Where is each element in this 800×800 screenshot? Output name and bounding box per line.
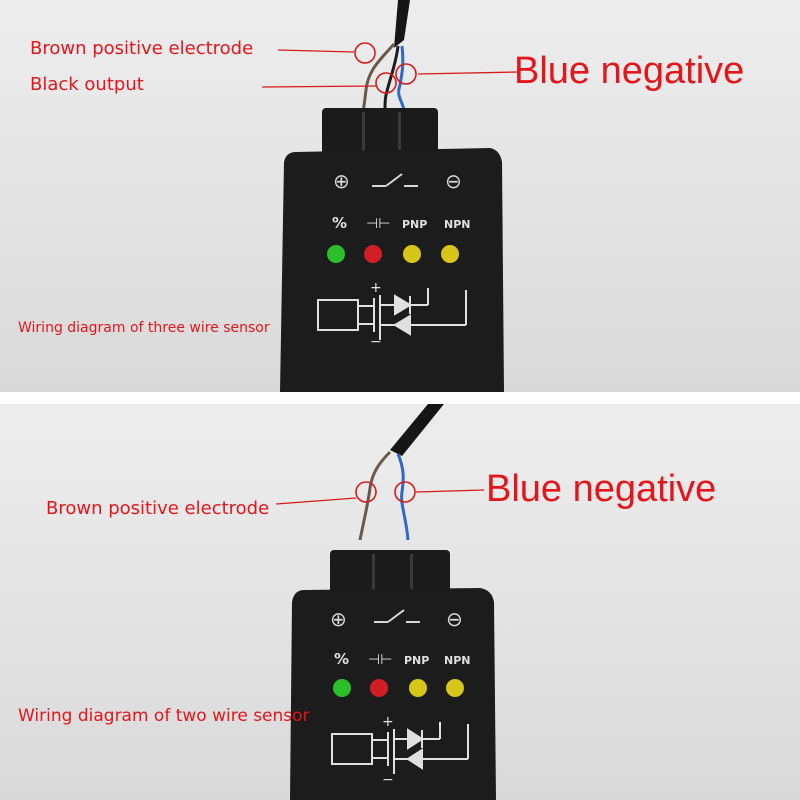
led-label-pnp: PNP: [404, 654, 429, 667]
black-wire-marker: [375, 72, 397, 94]
two-wire-photo: ⊕ ⊖ % ⊣⊢ PNP NPN: [275, 404, 496, 800]
two-wire-photo-panel: ⊕ ⊖ % ⊣⊢ PNP NPN: [0, 404, 800, 800]
led-label-percent: %: [332, 214, 347, 232]
blue-wire: [396, 453, 410, 541]
npn-led: [446, 679, 464, 697]
three-wire-photo: ⊕ ⊖ % ⊣⊢ PNP NPN: [261, 0, 519, 392]
switch-icon: [374, 609, 420, 623]
sensor-circuit-diagram: [317, 288, 467, 340]
blue-negative-label: Blue negative: [514, 50, 745, 92]
blue-negative-label: Blue negative: [486, 468, 717, 510]
red-led: [370, 679, 388, 697]
npn-led: [441, 245, 459, 263]
led-label-npn: NPN: [444, 654, 470, 667]
pnp-led: [403, 245, 421, 263]
blue-wire-marker: [394, 481, 416, 503]
black-output-label: Black output: [30, 74, 144, 95]
brown-leader-line: [277, 49, 355, 53]
black-leader-line: [261, 85, 377, 88]
diagram-minus-sign: −: [382, 772, 394, 788]
diagram-plus-sign: +: [382, 714, 394, 730]
two-wire-caption: Wiring diagram of two wire sensor: [18, 706, 310, 726]
blue-wire-marker: [395, 63, 417, 85]
tester-device-body: [290, 588, 496, 800]
led-label-capacitor: ⊣⊢: [366, 216, 390, 232]
brown-leader-line: [275, 497, 357, 505]
sensor-cable: [394, 0, 410, 48]
plus-icon: ⊕: [333, 169, 350, 193]
led-label-capacitor: ⊣⊢: [368, 652, 392, 668]
brown-wire-marker: [354, 42, 376, 64]
device-connector: [330, 550, 450, 600]
led-label-npn: NPN: [444, 218, 470, 231]
brown-positive-label: Brown positive electrode: [46, 498, 270, 519]
blue-leader-line: [415, 489, 485, 493]
led-label-pnp: PNP: [402, 218, 427, 231]
led-label-percent: %: [334, 650, 349, 668]
minus-icon: ⊖: [446, 607, 463, 631]
tester-device-body: [280, 148, 504, 392]
brown-wire: [358, 450, 392, 541]
pnp-led: [409, 679, 427, 697]
panel-divider: [0, 392, 800, 404]
diagram-minus-sign: −: [370, 334, 382, 350]
brown-wire-marker: [355, 481, 377, 503]
device-connector: [322, 108, 438, 158]
three-wire-caption: Wiring diagram of three wire sensor: [18, 320, 270, 336]
minus-icon: ⊖: [445, 169, 462, 193]
red-led: [364, 245, 382, 263]
green-led: [327, 245, 345, 263]
switch-icon: [372, 173, 418, 187]
green-led: [333, 679, 351, 697]
plus-icon: ⊕: [330, 607, 347, 631]
three-wire-photo-panel: ⊕ ⊖ % ⊣⊢ PNP NPN: [0, 0, 800, 392]
blue-leader-line: [417, 71, 519, 75]
sensor-circuit-diagram: [331, 722, 469, 774]
diagram-plus-sign: +: [370, 280, 382, 296]
brown-positive-label: Brown positive electrode: [30, 38, 254, 59]
sensor-cable: [390, 404, 444, 456]
